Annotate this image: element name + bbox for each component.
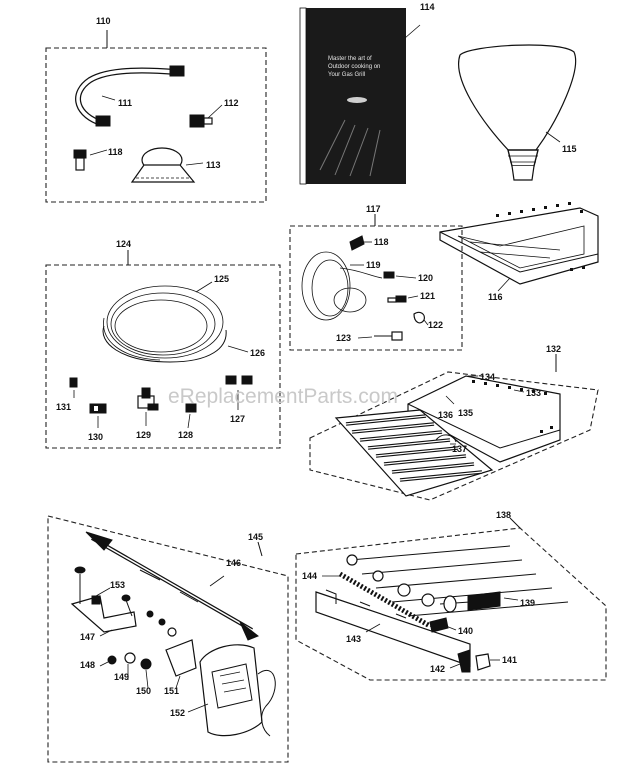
clip-118 <box>349 235 365 251</box>
callout-125: 125 <box>214 274 229 284</box>
callout-115: 115 <box>562 144 577 154</box>
clip-141 <box>475 653 491 671</box>
group-138-box <box>295 517 607 681</box>
callout-117: 117 <box>366 204 381 214</box>
fitting-112 <box>189 114 213 128</box>
spiral-144 <box>338 571 432 629</box>
callout-134: 134 <box>480 372 495 382</box>
connector-120 <box>383 271 395 279</box>
callout-149: 149 <box>114 672 129 682</box>
group-145-box <box>47 515 289 763</box>
fitting-118 <box>73 149 87 171</box>
group-117-box <box>289 214 463 351</box>
manual-line-3: Your Gas Grill <box>328 72 365 78</box>
callout-142: 142 <box>430 664 445 674</box>
skewers <box>346 545 569 617</box>
callout-114: 114 <box>420 2 435 12</box>
callout-137: 137 <box>452 444 467 454</box>
group-110-box <box>45 30 267 203</box>
callout-118: 118 <box>374 237 389 247</box>
clip-142 <box>457 649 471 673</box>
callout-146: 146 <box>226 558 241 568</box>
electrode-123 <box>374 331 403 341</box>
callout-127: 127 <box>230 414 245 424</box>
callout-153: 153 <box>110 580 125 590</box>
cover-bag-115 <box>458 44 577 181</box>
manual-line-1: Master the art of <box>328 56 372 62</box>
callout-129: 129 <box>136 430 151 440</box>
connector-121 <box>387 295 407 303</box>
regulator-113 <box>130 147 196 183</box>
fitting-127 <box>225 375 253 385</box>
callout-112: 112 <box>224 98 239 108</box>
callout-148: 148 <box>80 660 95 670</box>
fitting-131 <box>69 377 78 388</box>
manual-114: Master the art of Outdoor cooking on You… <box>299 7 406 185</box>
hose-111 <box>75 65 185 127</box>
callout-143: 143 <box>346 634 361 644</box>
connector-122 <box>413 311 425 324</box>
valve-129 <box>137 387 159 411</box>
callout-123: 123 <box>336 333 351 343</box>
callout-124: 124 <box>116 239 131 249</box>
watermark: eReplacementParts.com <box>168 385 398 408</box>
callout-147: 147 <box>80 632 95 642</box>
callout-120: 120 <box>418 273 433 283</box>
wire-coil-119 <box>301 251 383 321</box>
callout-119: 119 <box>366 260 381 270</box>
callout-133: 133 <box>526 388 541 398</box>
shelf-116 <box>439 202 599 285</box>
manual-line-2: Outdoor cooking on <box>328 64 380 70</box>
callout-130: 130 <box>88 432 103 442</box>
bracket-147 <box>70 566 137 633</box>
tube-126 <box>102 325 227 363</box>
callout-110: 110 <box>96 16 111 26</box>
spit-fork-139 <box>439 591 501 613</box>
callout-132: 132 <box>546 344 561 354</box>
callout-152: 152 <box>170 708 185 718</box>
fitting-130 <box>89 403 107 414</box>
bracket-140 <box>429 617 449 633</box>
callout-126: 126 <box>250 348 265 358</box>
callout-118-hose: 118 <box>108 147 123 157</box>
callout-144: 144 <box>302 571 317 581</box>
callout-145: 145 <box>248 532 263 542</box>
motor-152 <box>199 644 276 737</box>
hardware-148-151 <box>107 639 197 677</box>
group-132-box <box>309 354 599 501</box>
group-124-box <box>45 250 281 449</box>
spit-rod-146 <box>85 531 259 641</box>
callout-128: 128 <box>178 430 193 440</box>
callout-136: 136 <box>438 410 453 420</box>
tubing-coil-125 <box>103 285 224 361</box>
callout-131: 131 <box>56 402 71 412</box>
callout-121: 121 <box>420 291 435 301</box>
callout-111: 111 <box>118 98 132 108</box>
callout-140: 140 <box>458 626 473 636</box>
fitting-128 <box>185 403 197 413</box>
callout-141: 141 <box>502 655 517 665</box>
cooking-grate-137 <box>334 409 494 497</box>
callout-151: 151 <box>164 686 179 696</box>
callout-150: 150 <box>136 686 151 696</box>
callout-135: 135 <box>458 408 473 418</box>
callout-138: 138 <box>496 510 511 520</box>
bolts-153 <box>91 594 177 637</box>
callout-116: 116 <box>488 292 503 302</box>
callout-113: 113 <box>206 160 221 170</box>
callout-122: 122 <box>428 320 443 330</box>
callout-139: 139 <box>520 598 535 608</box>
